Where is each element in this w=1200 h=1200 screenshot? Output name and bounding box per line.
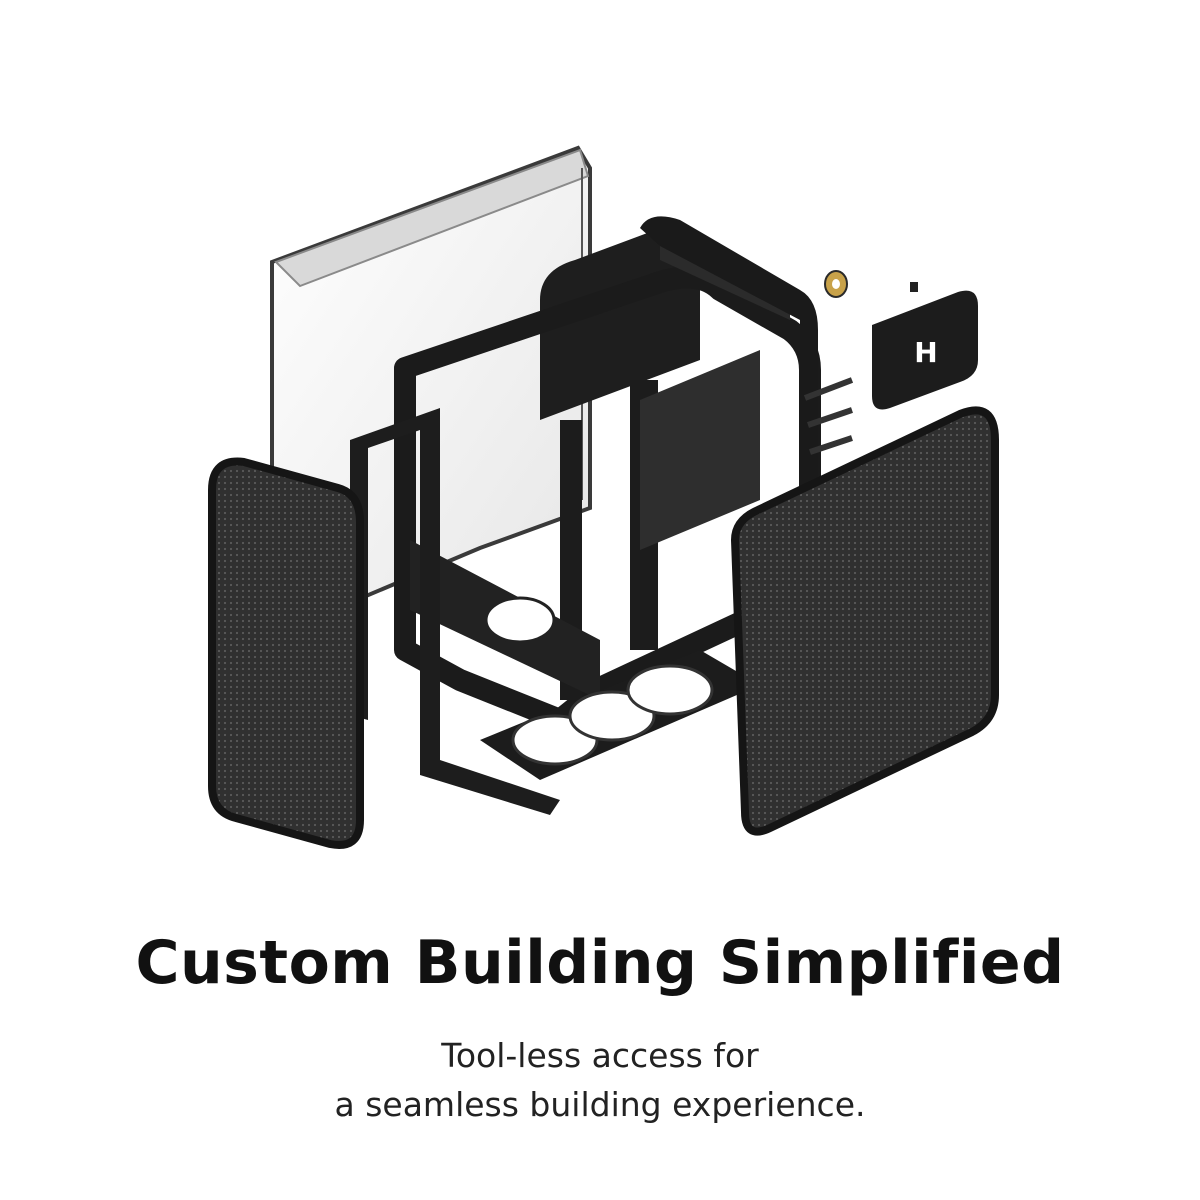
subtext-line-1: Tool-less access for [441, 1036, 759, 1075]
main-chassis-frame [394, 216, 821, 731]
headline: Custom Building Simplified [135, 928, 1065, 998]
exploded-case-illustration: H [208, 145, 999, 849]
logo-badge: H [872, 290, 978, 410]
logo-badge-letter: H [914, 336, 937, 369]
subtext-line-2: a seamless building experience. [334, 1085, 866, 1124]
bottom-fan-tray [480, 650, 760, 780]
right-mesh-panel [730, 406, 999, 836]
cable-bars [803, 377, 854, 455]
gold-washer [824, 270, 848, 298]
left-mesh-panel [208, 457, 364, 849]
screw-part [910, 282, 918, 292]
